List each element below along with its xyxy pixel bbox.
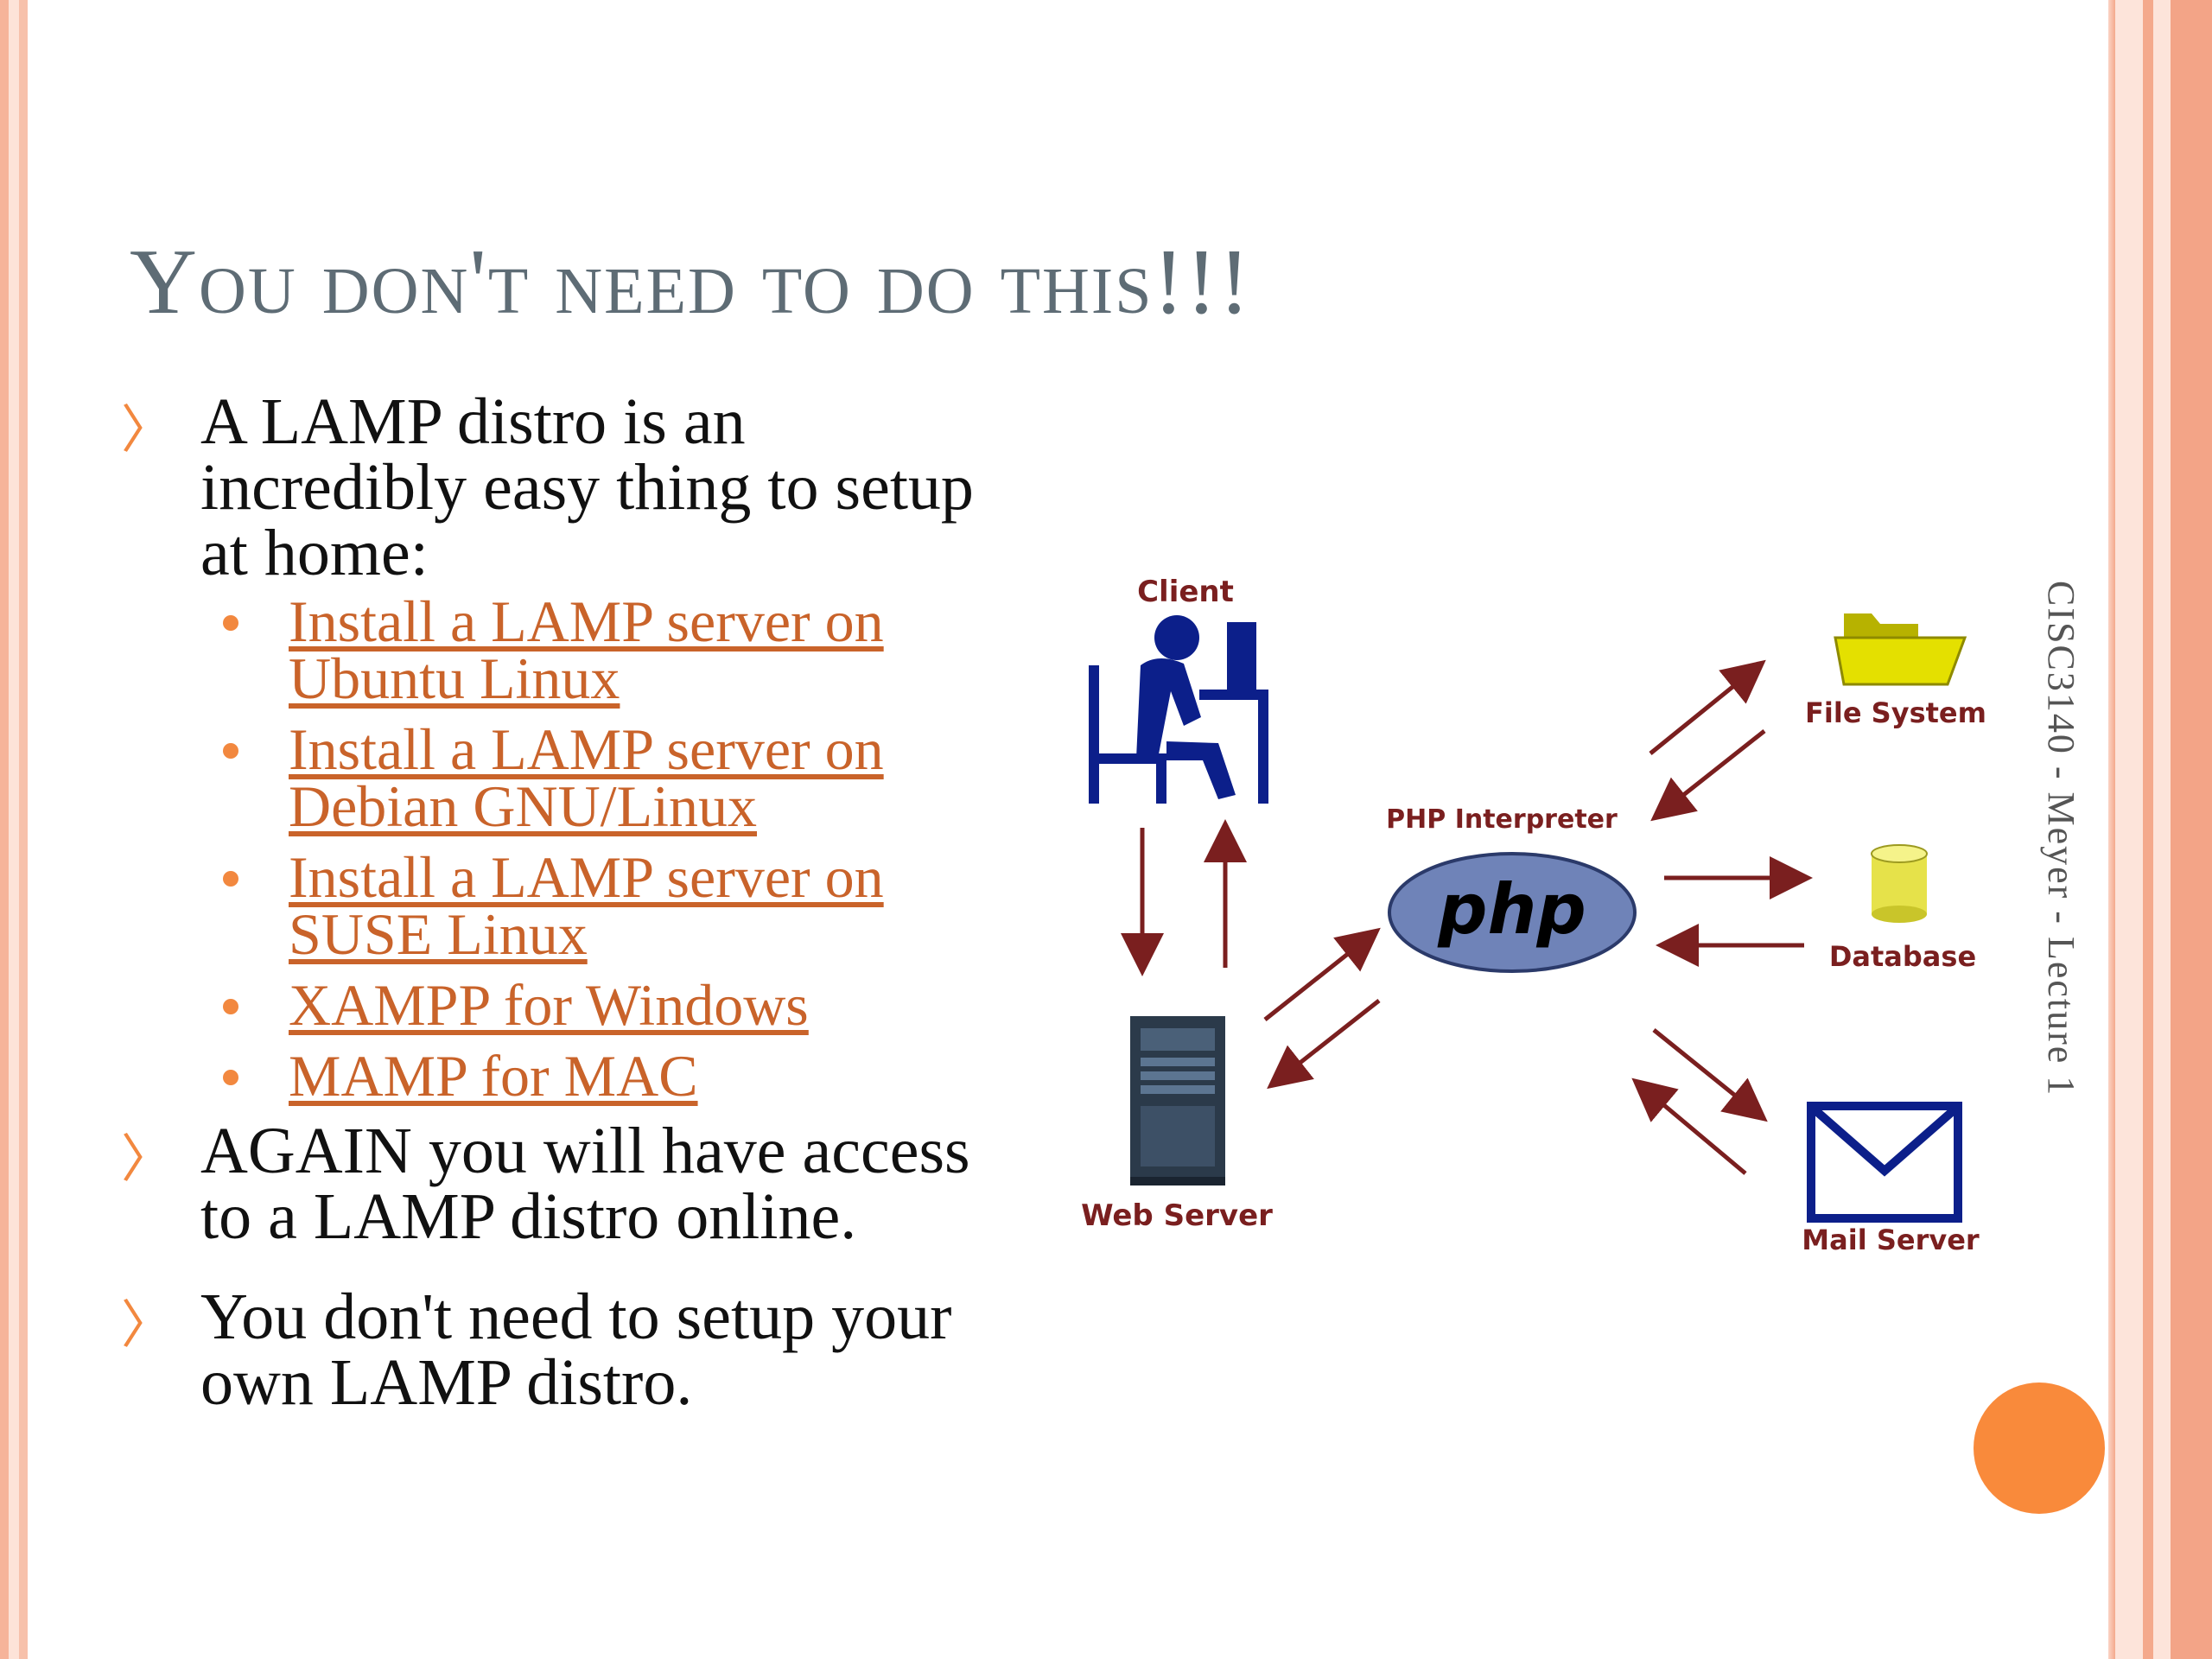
slide-content: 〉 A LAMP distro is an incredibly easy th… [121, 389, 1002, 1415]
bullet-dot-icon [223, 999, 238, 1014]
php-logo-icon: php [1388, 852, 1637, 973]
bullet-marker-icon: 〉 [121, 1129, 173, 1190]
link-debian[interactable]: Install a LAMP server on Debian GNU/Linu… [289, 716, 884, 839]
list-item: MAMP for MAC [223, 1046, 1002, 1105]
bullet-dot-icon [223, 615, 238, 631]
bullet-marker-icon: 〉 [121, 1295, 173, 1356]
list-item: Install a LAMP server on SUSE Linux [223, 848, 1002, 963]
server-tower-icon [1130, 1016, 1225, 1185]
bullet-3: 〉 You don't need to setup your own LAMP … [121, 1284, 1002, 1415]
link-xampp[interactable]: XAMPP for Windows [289, 972, 809, 1038]
bullet-1: 〉 A LAMP distro is an incredibly easy th… [121, 389, 1002, 586]
bullet-2: 〉 AGAIN you will have access to a LAMP d… [121, 1118, 1002, 1249]
bullet-3-text: You don't need to setup your own LAMP di… [200, 1281, 952, 1419]
slide-title: You don't need to do this!!! [130, 231, 1252, 334]
database-label: Database [1829, 940, 1976, 973]
link-mamp[interactable]: MAMP for MAC [289, 1043, 698, 1109]
database-icon [1871, 844, 1928, 923]
lamp-diagram: Client Web Server PHP Interpreter File S… [1081, 575, 1986, 1256]
client-label: Client [1137, 575, 1234, 609]
bullet-dot-icon [223, 871, 238, 887]
list-item: Install a LAMP server on Ubuntu Linux [223, 592, 1002, 708]
bullet-1-text: A LAMP distro is an incredibly easy thin… [200, 385, 974, 589]
list-item: Install a LAMP server on Debian GNU/Linu… [223, 720, 1002, 836]
client-person-icon [1089, 615, 1268, 804]
data-flow-arrows [1121, 659, 1813, 1175]
bullet-dot-icon [223, 743, 238, 759]
web-server-label: Web Server [1081, 1198, 1273, 1233]
php-logo-text: php [1437, 869, 1586, 950]
folder-icon [1834, 613, 1967, 686]
file-system-label: File System [1805, 696, 1986, 729]
bullet-dot-icon [223, 1070, 238, 1085]
mail-server-label: Mail Server [1802, 1224, 1980, 1256]
left-decorative-border [0, 0, 28, 1659]
bullet-marker-icon: 〉 [121, 400, 173, 461]
link-ubuntu[interactable]: Install a LAMP server on Ubuntu Linux [289, 588, 884, 711]
slide-footer: CISC3140 - Meyer - Lecture 1 [2040, 581, 2082, 1097]
link-list: Install a LAMP server on Ubuntu Linux In… [121, 592, 1002, 1105]
list-item: XAMPP for Windows [223, 976, 1002, 1034]
mail-envelope-icon [1807, 1102, 1962, 1223]
decorative-orange-circle [1974, 1382, 2105, 1514]
link-suse[interactable]: Install a LAMP server on SUSE Linux [289, 844, 884, 967]
right-decorative-border [2108, 0, 2212, 1659]
php-interpreter-label: PHP Interpreter [1386, 804, 1618, 835]
bullet-2-text: AGAIN you will have access to a LAMP dis… [200, 1115, 970, 1253]
